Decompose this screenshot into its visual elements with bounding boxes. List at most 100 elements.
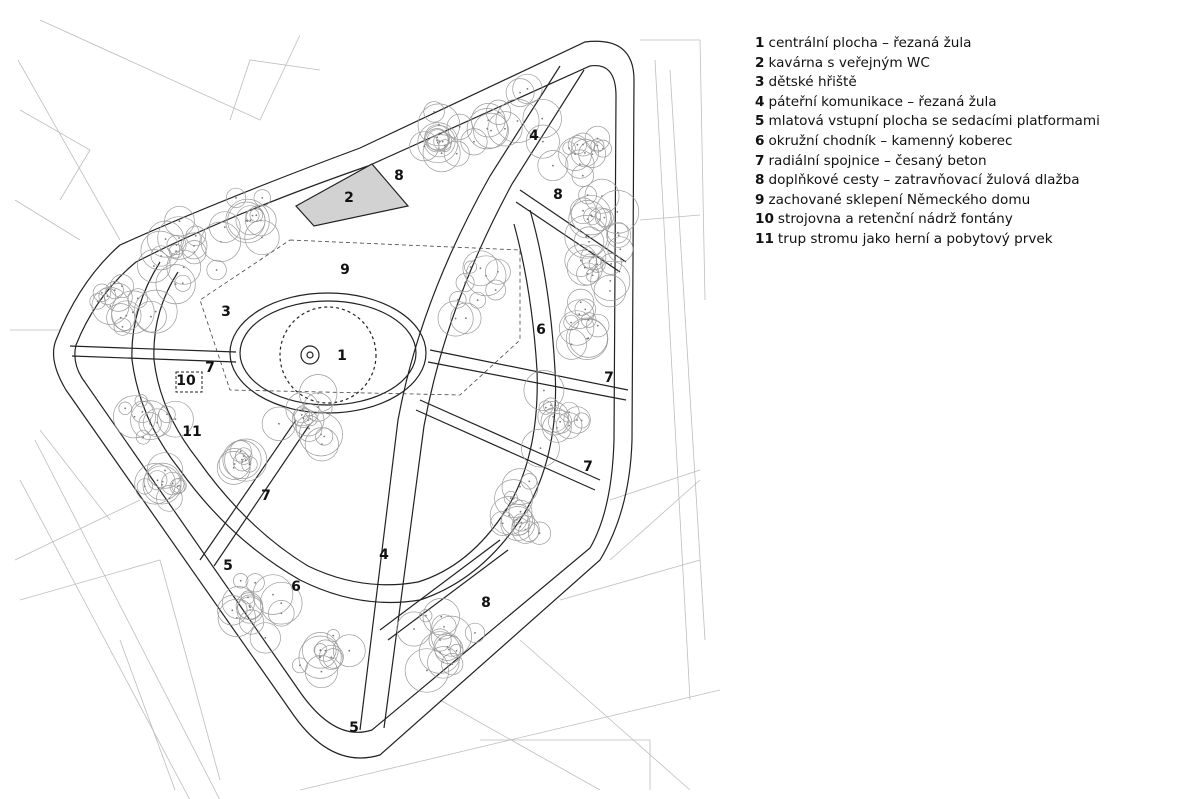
tree-trunk-dot [174, 283, 177, 286]
tree-canopy [253, 189, 271, 207]
label-spine-road: 4 [529, 128, 539, 144]
tree-trunk-dot [280, 602, 283, 605]
tree-canopy [241, 456, 258, 473]
tree-trunk-dot [443, 626, 445, 628]
tree-canopy [570, 194, 612, 236]
tree-canopy [521, 428, 560, 468]
tree-canopy [244, 219, 280, 256]
tree-trunk-dot [552, 415, 555, 418]
tree-trunk-dot [248, 605, 251, 607]
tree-canopy [326, 629, 340, 643]
fountain-room [175, 371, 203, 393]
tree-canopy [487, 111, 523, 147]
tree-canopy [431, 614, 457, 640]
tree-trunk-dot [278, 422, 280, 425]
tree-canopy [216, 451, 251, 485]
tree-canopy [500, 506, 536, 541]
tree-canopy [490, 510, 516, 536]
tree-canopy [409, 131, 440, 162]
tree-canopy [222, 440, 262, 480]
label-tree-trunk: 11 [182, 424, 201, 440]
tree-canopy [558, 137, 592, 171]
tree-trunk-dot [154, 310, 157, 313]
tree-trunk-dot [520, 521, 523, 524]
tree-canopy [593, 274, 627, 308]
label-fountain-room: 10 [176, 373, 196, 389]
tree-canopy [564, 215, 608, 259]
tree-trunk-dot [242, 455, 245, 457]
tree-canopy [511, 515, 540, 544]
tree-trunk-dot [237, 601, 240, 604]
tree-canopy [318, 644, 344, 670]
tree-canopy [252, 574, 294, 615]
tree-trunk-dot [330, 656, 333, 659]
tree-trunk-dot [552, 164, 554, 167]
tree-trunk-dot [617, 234, 620, 237]
tree-canopy [565, 317, 609, 360]
tree-trunk-dot [504, 127, 506, 130]
tree-trunk-dot [300, 414, 303, 416]
tree-canopy [500, 503, 533, 536]
tree-trunk-dot [485, 274, 487, 277]
label-secondary-path: 8 [481, 595, 491, 611]
tree-canopy [157, 216, 201, 260]
tree-canopy [495, 99, 540, 143]
tree-canopy [182, 240, 207, 265]
tree-trunk-dot [182, 266, 185, 269]
tree-canopy [485, 279, 507, 301]
tree-canopy [464, 260, 478, 274]
tree-trunk-dot [154, 482, 156, 485]
tree-trunk-dot [508, 514, 510, 517]
tree-canopy [466, 108, 508, 150]
tree-trunk-dot [255, 214, 258, 217]
tree-canopy [261, 406, 297, 441]
tree-trunk-dot [512, 497, 515, 500]
tree-trunk-dot [526, 88, 529, 90]
tree-trunk-dot [581, 174, 584, 177]
tree-trunk-dot [156, 421, 159, 424]
tree-trunk-dot [150, 315, 152, 318]
tree-trunk-dot [591, 274, 594, 277]
tree-canopy [518, 521, 539, 542]
tree-canopy [449, 291, 467, 309]
tree-canopy [607, 236, 634, 263]
tree-trunk-dot [596, 137, 599, 140]
tree-canopy [503, 491, 518, 506]
tree-trunk-dot [586, 218, 589, 221]
tree-canopy [422, 598, 460, 636]
tree-canopy [558, 401, 580, 423]
tree-trunk-dot [440, 152, 443, 155]
tree-canopy [224, 438, 268, 482]
tree-trunk-dot [164, 238, 167, 241]
tree-trunk-dot [528, 480, 531, 483]
tree-canopy [245, 204, 277, 237]
tree-trunk-dot [413, 628, 415, 630]
label-radial: 7 [604, 370, 614, 386]
tree-trunk-dot [194, 235, 197, 237]
tree-trunk-dot [223, 226, 226, 229]
tree-canopy [564, 244, 598, 277]
tree-trunk-dot [160, 255, 163, 257]
tree-canopy [422, 134, 461, 173]
tree-trunk-dot [596, 324, 599, 327]
label-cafe: 2 [344, 190, 354, 206]
tree-trunk-dot [596, 263, 599, 266]
tree-trunk-dot [455, 152, 458, 155]
tree-trunk-dot [519, 485, 521, 488]
tree-trunk-dot [133, 415, 136, 418]
tree-trunk-dot [446, 646, 449, 648]
tree-trunk-dot [476, 299, 479, 302]
tree-canopy [135, 429, 151, 445]
tree-canopy [146, 452, 184, 489]
tree-canopy [462, 250, 499, 287]
cafe-building [295, 163, 410, 227]
label-radial: 7 [205, 360, 215, 376]
tree-canopy [166, 235, 187, 255]
tree-canopy [465, 255, 507, 297]
tree-trunk-dot [159, 249, 162, 252]
tree-canopy [537, 150, 569, 182]
tree-trunk-dot [568, 147, 570, 150]
tree-trunk-dot [440, 615, 443, 618]
tree-canopy [512, 73, 543, 104]
